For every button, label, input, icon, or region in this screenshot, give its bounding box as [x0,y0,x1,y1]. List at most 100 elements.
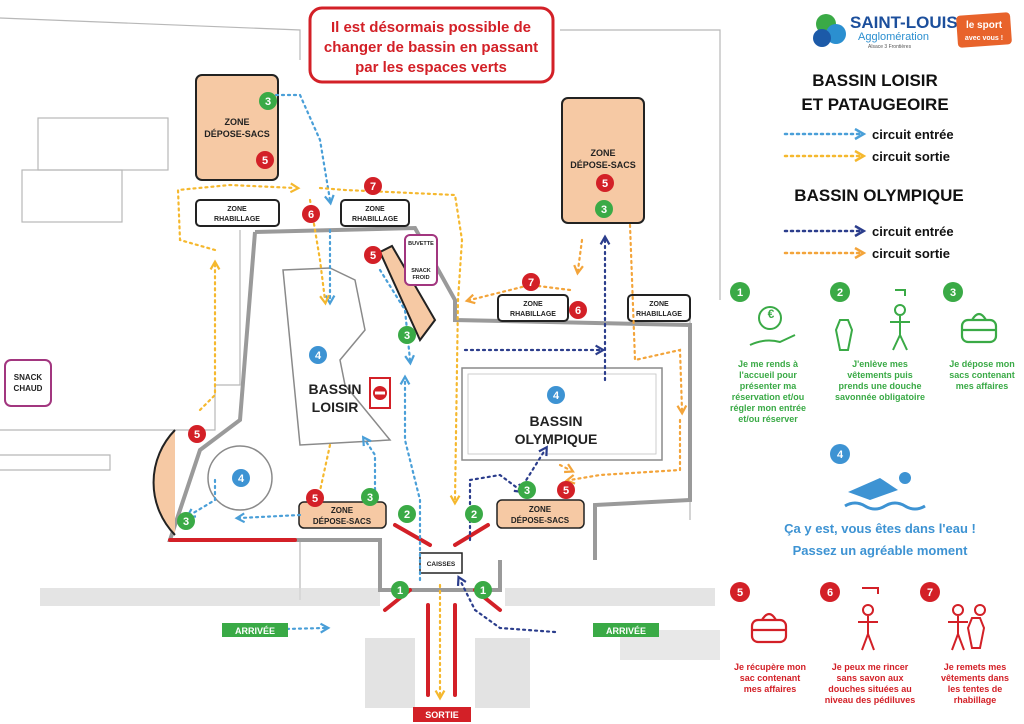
svg-text:3: 3 [367,492,373,504]
zone-label: ZONE [224,117,249,127]
zone-rhabillage-3: ZONE RHABILLAGE [497,294,569,322]
marker-1: 1 [391,581,409,599]
step-4: 4 Ça y est, vous êtes dans l'eau ! Passe… [784,444,976,558]
marker-5: 5 [306,489,324,507]
svg-text:3: 3 [404,330,410,342]
rhabillage-label: RHABILLAGE [510,311,556,318]
zone-label: ZONE [529,505,552,514]
zone-rhabillage-2: ZONE RHABILLAGE [340,199,410,227]
barriers [168,523,502,697]
svg-text:4: 4 [837,449,844,461]
svg-text:niveau des pédiluves: niveau des pédiluves [825,695,916,705]
legend: BASSIN LOISIR ET PATAUGEOIRE circuit ent… [783,71,964,261]
arrivee-right: ARRIVÉE [593,623,659,637]
bassin-olympique-label: BASSIN [530,413,583,429]
svg-text:1: 1 [737,287,743,299]
marker-6: 6 [302,205,320,223]
svg-text:2: 2 [404,509,410,521]
brand-sub: Agglomération [858,31,929,43]
bassin-loisir-label: BASSIN [309,381,362,397]
svg-text:5: 5 [602,178,608,190]
svg-text:€: € [768,307,775,321]
buvette-snack-froid: BUVETTE SNACK FROID [404,234,438,286]
svg-text:3: 3 [265,96,271,108]
svg-text:5: 5 [370,250,376,262]
svg-text:6: 6 [575,305,581,317]
step-3: 3 Je dépose mon sacs contenant mes affai… [943,282,1015,391]
svg-text:ARRIVÉE: ARRIVÉE [235,626,275,636]
marker-6: 6 [569,301,587,319]
dressing-person-icon [948,604,986,651]
svg-text:2: 2 [471,509,477,521]
marker-2: 2 [398,505,416,523]
marker-4: 4 [309,346,327,364]
svg-text:Ça y est, vous êtes dans l'eau: Ça y est, vous êtes dans l'eau ! [784,521,976,536]
marker-7: 7 [522,273,540,291]
map-markers: 3 5 6 7 5 3 4 5 3 7 6 4 5 4 3 5 3 2 2 3 … [177,92,614,599]
svg-text:douches situées au: douches situées au [828,684,912,694]
svg-text:6: 6 [827,587,833,599]
step-6: 6 Je peux me rincer sans savon aux douch… [820,582,915,705]
svg-text:6: 6 [308,209,314,221]
zone-label: DÉPOSE-SACS [313,517,372,526]
rhabillage-label: RHABILLAGE [352,216,398,223]
svg-text:4: 4 [315,350,322,362]
notice-line: Il est désormais possible de [331,19,531,36]
rhabillage-label: RHABILLAGE [214,216,260,223]
svg-text:1: 1 [397,585,403,597]
legend-entry: circuit entrée [872,127,954,142]
svg-text:et/ou réserver: et/ou réserver [738,414,798,424]
snack-chaud-label: CHAUD [14,384,43,393]
svg-text:3: 3 [950,287,956,299]
site-outlines [0,17,721,600]
svg-text:4: 4 [238,473,245,485]
svg-text:5: 5 [262,155,268,167]
bassin-olympique-shape [461,367,663,461]
svg-text:mes affaires: mes affaires [744,684,797,694]
svg-text:sans savon aux: sans savon aux [836,673,903,683]
step-5: 5 Je récupère mon sac contenant mes affa… [730,582,806,694]
svg-text:5: 5 [563,485,569,497]
rhabillage-label: RHABILLAGE [636,311,682,318]
brand-name: SAINT-LOUIS [850,13,958,32]
marker-7: 7 [364,177,382,195]
notice-line: changer de bassin en passant [324,39,538,56]
pataugeoire-shape [152,429,273,536]
arrivee-left: ARRIVÉE [222,623,288,637]
svg-text:Je dépose mon: Je dépose mon [949,359,1015,369]
marker-5: 5 [188,425,206,443]
svg-text:7: 7 [927,587,933,599]
swimmer-icon [844,472,926,511]
svg-text:7: 7 [528,277,534,289]
zone-label: DÉPOSE-SACS [511,516,570,525]
zone-label: ZONE [590,148,615,158]
bassin-loisir-shape [282,267,392,446]
svg-text:SORTIE: SORTIE [425,710,459,720]
marker-4: 4 [547,386,565,404]
svg-text:prends une douche: prends une douche [838,381,921,391]
hand-coin-icon [749,306,796,346]
legend-loisir-title: ET PATAUGEOIRE [801,95,948,114]
marker-3: 3 [518,481,536,499]
rhabillage-label: ZONE [523,301,543,308]
svg-text:4: 4 [553,390,560,402]
svg-text:savonnée obligatoire: savonnée obligatoire [835,392,925,402]
svg-text:2: 2 [837,287,843,299]
marker-3: 3 [177,512,195,530]
marker-5: 5 [596,174,614,192]
zone-depose-sacs-2: ZONE DÉPOSE-SACS [561,97,645,224]
bag-icon [960,312,998,344]
svg-text:l'accueil pour: l'accueil pour [739,370,797,380]
svg-text:Je peux me rincer: Je peux me rincer [832,662,909,672]
marker-3: 3 [259,92,277,110]
svg-text:Passez un agréable moment: Passez un agréable moment [793,543,969,558]
svg-text:rhabillage: rhabillage [954,695,997,705]
rhabillage-label: ZONE [365,206,385,213]
svg-text:J'enlève mes: J'enlève mes [852,359,908,369]
zone-depose-sacs-4: ZONE DÉPOSE-SACS [496,499,585,529]
brand-logo: SAINT-LOUIS Agglomération Alsace 3 Front… [813,12,1012,50]
shower-person-icon [858,587,879,651]
step-1: 1 € Je me rends à l'accueil pour présent… [730,282,806,424]
